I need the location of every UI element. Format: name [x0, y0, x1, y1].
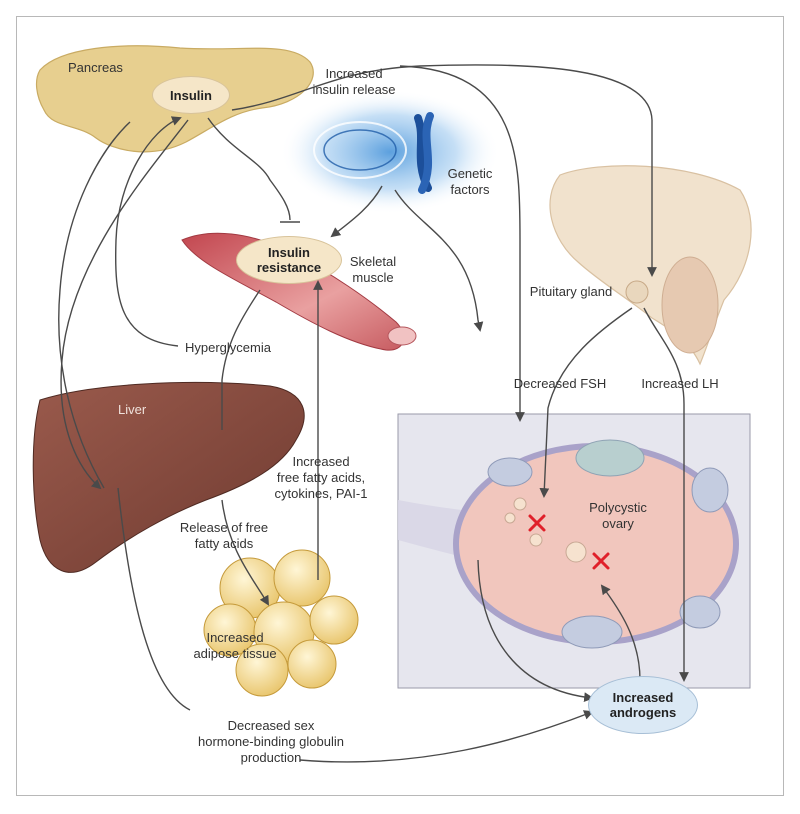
arrow-ovary-left-to-androgens — [477, 559, 594, 702]
release-ffa-label: Release of free fatty acids — [179, 520, 269, 551]
brain-illustration — [549, 165, 752, 366]
arrow-shbg-to-androgens — [299, 710, 594, 763]
arrow-genetic-to-muscle — [330, 185, 383, 238]
increased-androgens-node: Increased androgens — [588, 676, 698, 734]
arrow-insulin-to-pituitary — [231, 64, 657, 277]
arrow-liver-to-shbg — [117, 487, 191, 711]
insulin-resistance-node: Insulin resistance — [236, 236, 342, 284]
increased-insulin-release-label: Increased insulin release — [312, 66, 396, 97]
arrow-insulin-to-ovary — [399, 65, 525, 422]
arrow-liver-to-insulin — [58, 121, 131, 489]
blocked-follicle-x-mark — [592, 552, 610, 570]
arrow-pancreas-to-liver — [60, 119, 189, 490]
arrow-pituitary-to-fsh — [539, 307, 633, 498]
blocked-fsh-x-mark — [528, 514, 546, 532]
liver-illustration — [32, 381, 305, 573]
skeletal-muscle-label: Skeletal muscle — [349, 254, 397, 285]
liver-label: Liver — [118, 402, 147, 417]
arrow-androgens-to-ovary — [600, 584, 641, 681]
arrow-pituitary-to-lh — [643, 307, 689, 682]
arrow-hyperglycemia-to-insulin — [115, 116, 182, 347]
genetic-factors-label: Genetic factors — [447, 166, 493, 197]
pituitary-gland-label: Pituitary gland — [529, 284, 613, 299]
insulin-node: Insulin — [152, 76, 230, 114]
increased-adipose-label: Increased adipose tissue — [193, 630, 277, 661]
increased-lh-label: Increased LH — [641, 376, 719, 391]
adipose-tissue-illustration — [203, 549, 359, 697]
arrow-genetic-to-ovary — [394, 189, 484, 332]
decreased-shbg-label: Decreased sex hormone-binding globulin p… — [198, 718, 344, 765]
hyperglycemia-label: Hyperglycemia — [185, 340, 271, 355]
pituitary-gland — [625, 280, 649, 304]
arrow-release-ffa-to-adipose — [221, 499, 269, 606]
arrow-insulin-to-resistance — [207, 117, 291, 221]
pancreas-label: Pancreas — [68, 60, 123, 75]
genetic-factors-illustration — [280, 90, 500, 214]
increased-ffa-label: Increased free fatty acids, cytokines, P… — [274, 454, 368, 501]
decreased-fsh-label: Decreased FSH — [513, 376, 607, 391]
arrow-resistance-to-hyperglycemia — [221, 289, 261, 430]
polycystic-ovary-label: Polycystic ovary — [589, 500, 647, 531]
